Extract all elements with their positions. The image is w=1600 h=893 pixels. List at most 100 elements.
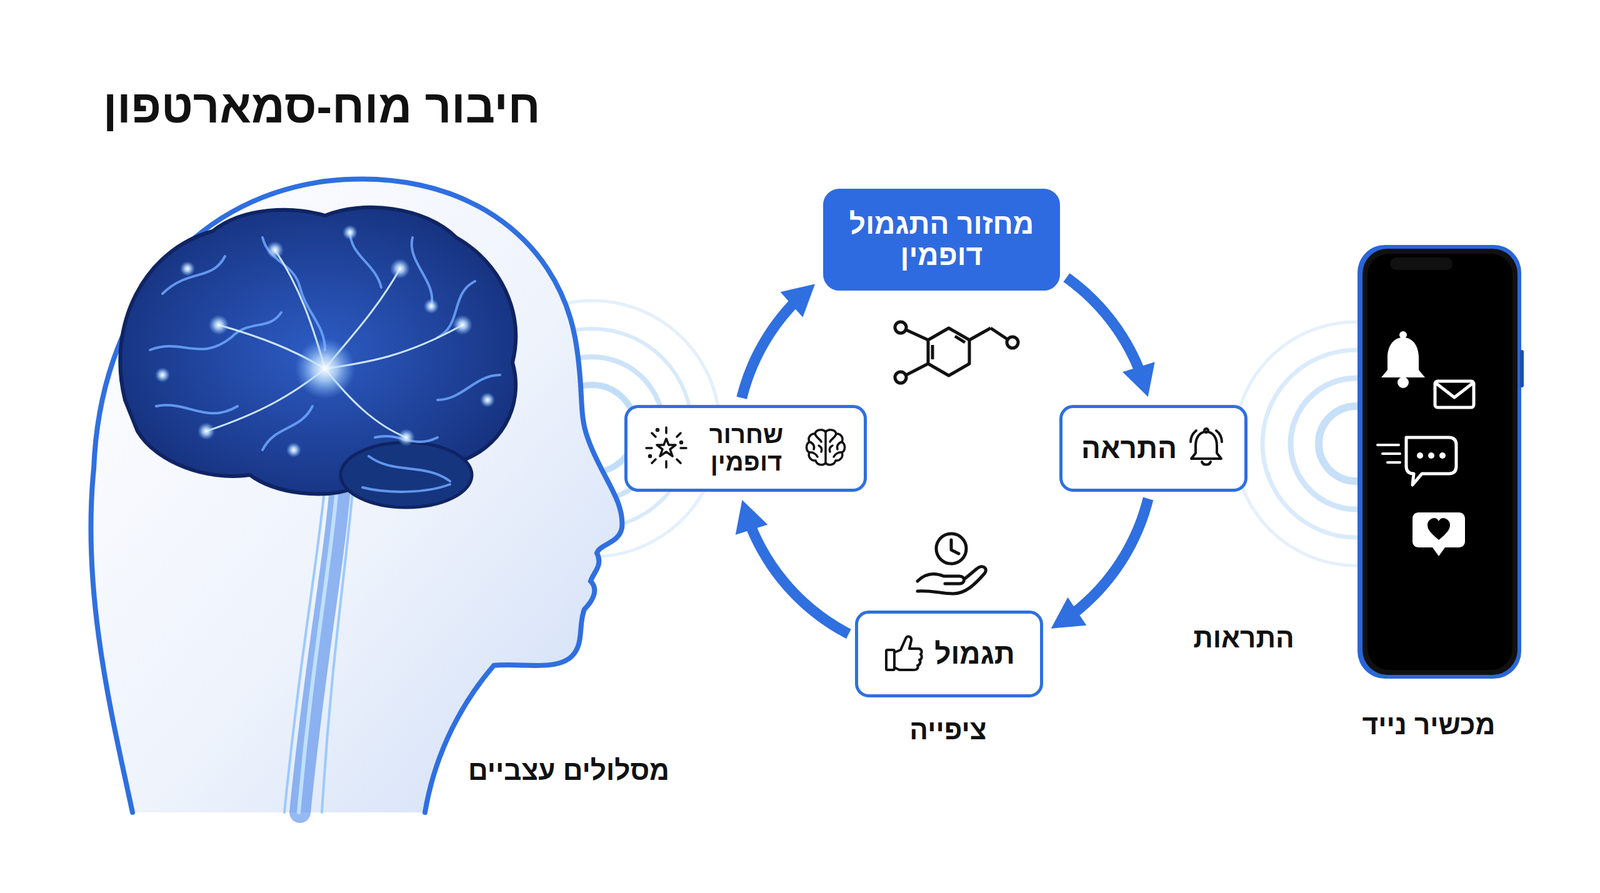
brain-part-part: [155, 367, 170, 383]
thumb-icon-part-part-part: [886, 650, 895, 670]
brain-part: [295, 338, 355, 399]
annotation-label: ציפייה: [909, 714, 987, 746]
step-box: שחרור דופמין: [624, 405, 867, 492]
brain-part-part: [156, 405, 238, 414]
annotation-label: מכשיר נייד: [1362, 709, 1496, 741]
brain-part-part: [368, 456, 450, 482]
cycle-title-box: מחזור התגמול דופמין: [823, 188, 1060, 291]
brain-icon-part: [803, 426, 848, 469]
brain-part-part: [423, 298, 439, 314]
brain: [120, 207, 516, 508]
dopamine-molecule-part: [895, 371, 907, 384]
phone-mail-icon-part: [1435, 381, 1474, 408]
cycle-arrow: [1066, 277, 1155, 397]
dopamine-molecule-part: [990, 328, 1008, 340]
star-icon-part-part-part: [649, 455, 652, 457]
star-icon-part-part: [646, 427, 687, 468]
brain-part: [340, 442, 472, 508]
phone-heart-icon-part: [1427, 518, 1450, 540]
brain-icon-part-part-part: [818, 445, 822, 452]
dopamine-molecule-part: [1006, 336, 1019, 349]
smartphone-part: [1367, 253, 1513, 670]
phone-bell-icon-part: [1399, 331, 1407, 339]
phone-chat-icon-part: [1439, 452, 1446, 459]
hand-clock-icon-part: [951, 540, 959, 554]
arrow-head: [1122, 361, 1155, 397]
brain-part-part: [452, 315, 473, 335]
hand-clock-icon-part: [917, 574, 965, 584]
brain-part-part: [162, 256, 225, 294]
brain-icon-part-part-part: [833, 451, 842, 457]
phone-bell-icon-part: [1381, 337, 1425, 378]
phone-mail-icon: [1435, 381, 1474, 408]
dopamine-molecule-part: [955, 336, 965, 343]
phone-chat-icon-part: [1377, 445, 1400, 463]
thumb-icon-part: [883, 632, 925, 674]
head-outline-part: [90, 179, 622, 813]
cycle-arrow: [1051, 498, 1149, 629]
smartphone: [1357, 245, 1524, 679]
brain-part-part: [397, 428, 415, 447]
bell-icon-part-part-part: [1190, 430, 1197, 442]
bell-icon-part-part-part: [1204, 428, 1209, 433]
hand-clock-icon-part: [917, 566, 986, 594]
star-icon-part-part-part: [665, 461, 668, 468]
node-text: מחזור התגמול דופמין: [842, 208, 1041, 271]
star-icon-part-part-part: [676, 433, 681, 437]
thumb-icon-part-part-part: [894, 636, 922, 670]
brain-part-part: [437, 281, 475, 338]
brain-part-part: [262, 406, 313, 450]
phone-bell-icon-part: [1397, 376, 1409, 389]
smartphone-part: [1520, 350, 1524, 388]
dopamine-molecule: [895, 321, 1019, 384]
phone-chat-icon-part-part: [1387, 461, 1400, 464]
phone-chat-icon-part-part: [1377, 443, 1399, 447]
brain-part-part: [286, 442, 302, 458]
brain-part-part: [342, 225, 358, 240]
annotation-label: התראות: [1193, 622, 1295, 654]
star-icon-part-part-part: [656, 438, 676, 457]
star-icon-part-part-part: [651, 459, 656, 464]
arrow-line: [1066, 277, 1141, 375]
dopamine-molecule-part: [895, 321, 907, 334]
brain-icon-part-part: [806, 429, 845, 465]
brain-part-part: [180, 261, 195, 277]
brain-part: [150, 231, 500, 492]
dopamine-molecule-part: [906, 330, 929, 340]
bell-icon-part: [1186, 426, 1226, 469]
bell-icon-part-part-part: [1191, 431, 1222, 459]
head-outline: [90, 179, 622, 813]
star-icon-part-part-part: [676, 459, 681, 464]
phone-heart-icon-part: [1412, 512, 1465, 557]
bell-icon: [1186, 426, 1226, 471]
hand-clock-icon: [917, 533, 986, 594]
arrow-line: [749, 522, 849, 635]
step-box: תגמול: [855, 610, 1044, 698]
brain-icon-part-part-part: [829, 445, 833, 452]
hand-clock-icon-part: [936, 533, 967, 564]
brain-icon-part-part-part: [809, 451, 818, 457]
brain-icon-part-part-part: [824, 431, 827, 464]
phone-chat-icon-part-part: [1382, 452, 1400, 455]
brain-stem-part: [321, 484, 354, 813]
brain-part-part: [411, 237, 433, 307]
diagram-title: חיבור מוח-סמארטפון: [103, 80, 541, 134]
smartphone-part: [1362, 248, 1518, 675]
brain-part-part: [150, 312, 282, 350]
star-icon-part-part-part: [656, 428, 659, 431]
dopamine-molecule-part: [969, 328, 991, 340]
brain-icon: [803, 426, 848, 471]
brain-part-part: [208, 315, 229, 335]
bell-icon-part-part-part: [1201, 461, 1211, 465]
annotation-label: מסלולים עצביים: [468, 755, 670, 787]
brain-part-part: [197, 422, 215, 440]
brain-icon-part-part-part: [815, 433, 822, 442]
phone-bell-icon: [1381, 331, 1425, 389]
star-icon-part-part-part: [646, 446, 652, 450]
thumb-icon: [883, 632, 925, 677]
dopamine-molecule-part: [931, 345, 935, 360]
phone-mail-icon-part: [1435, 382, 1474, 398]
brain-icon-part-part-part: [836, 441, 842, 450]
brain-part-part: [266, 241, 284, 259]
brain-part: [206, 250, 463, 438]
